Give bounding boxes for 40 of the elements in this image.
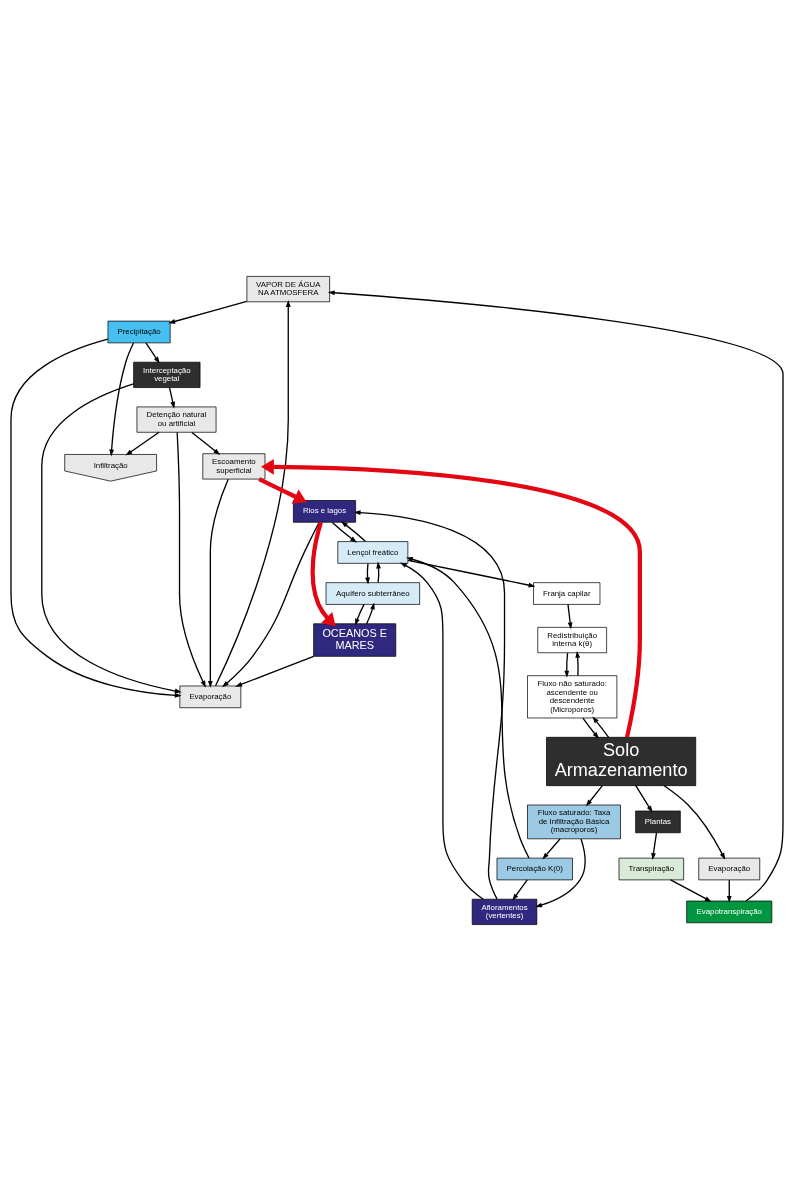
arrow [168,386,176,409]
arrow [191,431,221,455]
arrow [235,655,315,687]
arrow [564,651,570,678]
arrow [406,556,530,859]
arrow [663,784,726,860]
arrow [331,521,357,543]
arrow [567,603,573,629]
arrow [535,837,586,907]
arrow [635,784,653,813]
arrow [109,341,135,456]
arrow [592,716,610,738]
arrow [168,300,248,324]
arrow [542,837,561,860]
arrow [327,289,784,902]
arrow [340,520,366,542]
arrow [310,521,336,627]
arrow [10,338,182,698]
arrow [651,831,658,860]
arrow [145,341,160,364]
arrow [258,476,307,504]
arrow [575,650,581,676]
arrow [214,299,291,686]
arrow [399,562,484,900]
arrow [366,601,375,624]
node-box: OCEANOS E MARES [313,622,397,657]
arrow [512,878,528,901]
arrow [585,784,604,806]
arrow [355,603,365,626]
arrow [261,458,642,738]
arrow [582,716,599,739]
arrow [125,431,160,456]
node-box: Solo Armazenamento [546,736,697,786]
arrow [176,431,206,688]
arrow [353,509,506,900]
arrow [222,521,320,687]
arrow [669,878,712,902]
arrow [41,382,182,693]
arrow [207,478,229,688]
arrow [407,559,536,587]
